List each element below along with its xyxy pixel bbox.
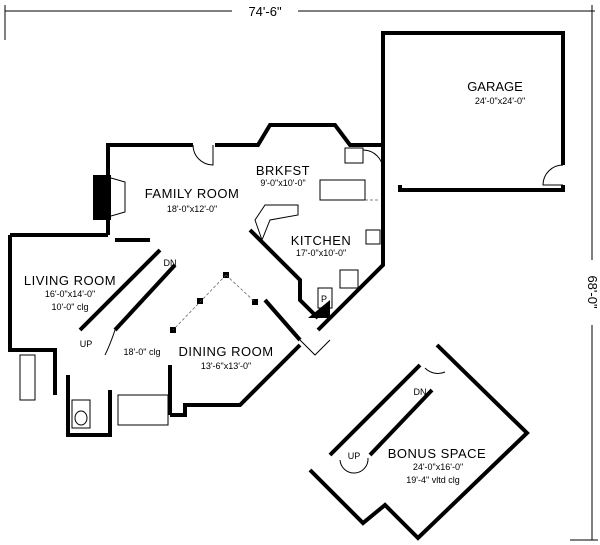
bonus-stair-up: UP [348,451,361,461]
living-room-ceiling: 10'-0" clg [52,302,89,312]
brkfst-size: 9'-0"x10'-0" [260,178,305,188]
kitchen-size: 17'-0"x10'-0" [296,248,346,258]
bonus-space-size: 24'-0"x16'-0" [413,462,463,472]
bonus-space-ceiling: 19'-4" vltd clg [406,475,459,485]
living-room-size: 16'-0"x14'-0" [45,289,95,299]
brkfst-label: BRKFST [256,163,310,178]
pantry-label: P [321,294,327,304]
dimension-depth [570,5,598,541]
foyer-ceiling: 18'-0" clg [124,347,161,357]
dining-room-label: DINING ROOM [178,344,273,359]
kitchen-label: KITCHEN [291,233,352,248]
bonus-space-walls [308,343,530,541]
main-house-walls [8,123,385,437]
family-room-label: FAMILY ROOM [145,186,240,201]
bonus-stair-dn: DN [414,387,427,397]
garage-size: 24'-0"x24'-0" [475,96,525,106]
garage-walls [381,31,565,192]
family-room-size: 18'-0"x12'-0" [167,204,217,214]
main-stair-dn: DN [164,258,177,268]
garage-label: GARAGE [467,79,523,94]
dimension-width-label: 74'-6" [248,4,282,19]
dimension-depth-label: 68'-0" [585,275,600,309]
dimension-width [4,5,595,40]
bonus-space-label: BONUS SPACE [388,446,486,461]
living-room-label: LIVING ROOM [24,273,116,288]
dining-room-size: 13'-6"x13'-0" [201,361,251,371]
main-stair-up: UP [80,339,93,349]
